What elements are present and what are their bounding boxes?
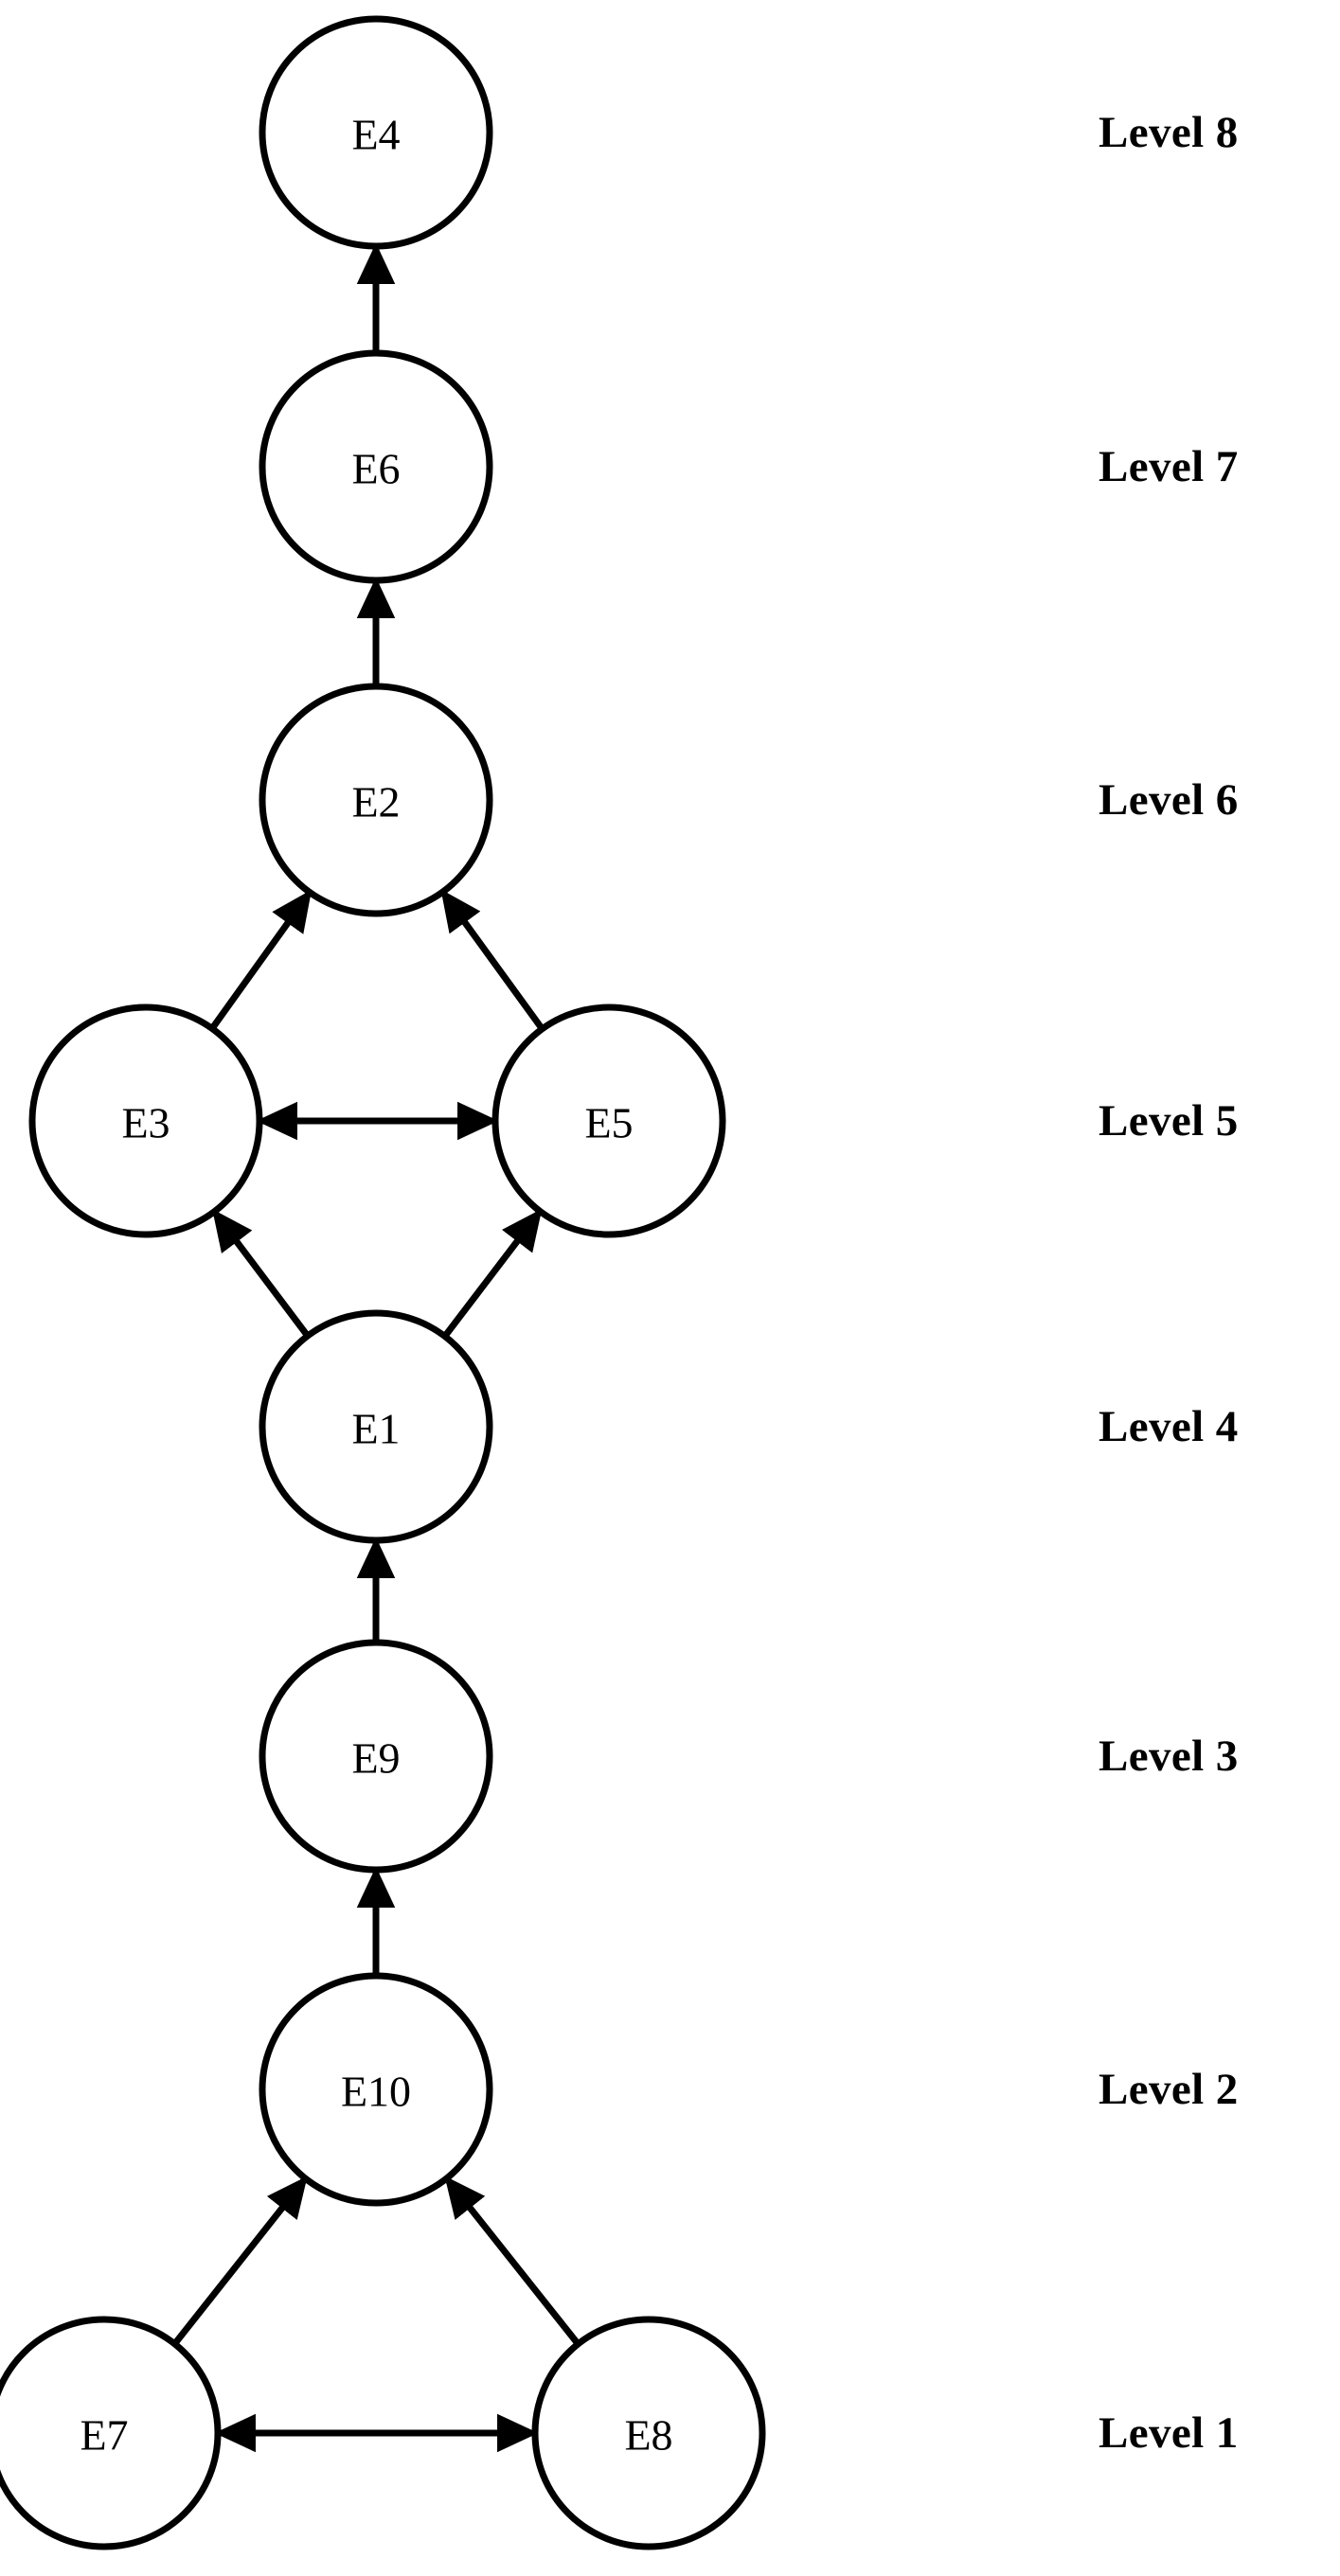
level-label-1: Level 1 <box>1099 2408 1239 2458</box>
node-e7[interactable]: E7 <box>0 2316 222 2550</box>
level-label-8: Level 8 <box>1099 108 1239 157</box>
node-e1[interactable]: E1 <box>259 1309 493 1544</box>
node-circle <box>0 2316 222 2550</box>
node-label: E7 <box>80 2411 128 2460</box>
node-e4[interactable]: E4 <box>259 15 493 250</box>
edge-e1-e3 <box>212 1209 311 1338</box>
edge-e8-e10 <box>444 2176 581 2346</box>
node-e8[interactable]: E8 <box>531 2316 766 2550</box>
node-label: E1 <box>351 1405 400 1453</box>
node-circle <box>259 1309 493 1544</box>
node-circle <box>259 15 493 250</box>
node-e6[interactable]: E6 <box>259 349 493 584</box>
node-label: E5 <box>584 1099 633 1147</box>
edge-layer <box>172 242 581 2453</box>
node-label: E10 <box>341 2068 411 2116</box>
node-e3[interactable]: E3 <box>28 1004 263 1238</box>
edge-e7-e10 <box>172 2176 308 2346</box>
level-label-4: Level 4 <box>1099 1402 1239 1451</box>
edge-e3-e2 <box>209 889 313 1030</box>
node-e9[interactable]: E9 <box>259 1639 493 1874</box>
level-label-6: Level 6 <box>1099 775 1239 825</box>
node-label: E8 <box>624 2411 672 2460</box>
level-label-7: Level 7 <box>1099 442 1239 491</box>
edge-e1-e5 <box>442 1208 543 1338</box>
node-circle <box>259 1639 493 1874</box>
node-label: E2 <box>351 778 400 826</box>
node-label: E4 <box>351 111 400 159</box>
level-label-5: Level 5 <box>1099 1096 1239 1146</box>
node-circle <box>491 1004 726 1238</box>
edge-e5-e2 <box>440 889 545 1031</box>
node-circle <box>28 1004 263 1238</box>
node-circle <box>259 1972 493 2207</box>
level-label-3: Level 3 <box>1099 1732 1239 1781</box>
node-label: E6 <box>351 445 400 493</box>
node-e10[interactable]: E10 <box>259 1972 493 2207</box>
node-e5[interactable]: E5 <box>491 1004 726 1238</box>
node-circle <box>259 349 493 584</box>
node-label: E3 <box>121 1099 170 1147</box>
node-label: E9 <box>351 1734 400 1783</box>
node-e2[interactable]: E2 <box>259 683 493 917</box>
node-circle <box>259 683 493 917</box>
node-circle <box>531 2316 766 2550</box>
level-label-2: Level 2 <box>1099 2065 1239 2114</box>
